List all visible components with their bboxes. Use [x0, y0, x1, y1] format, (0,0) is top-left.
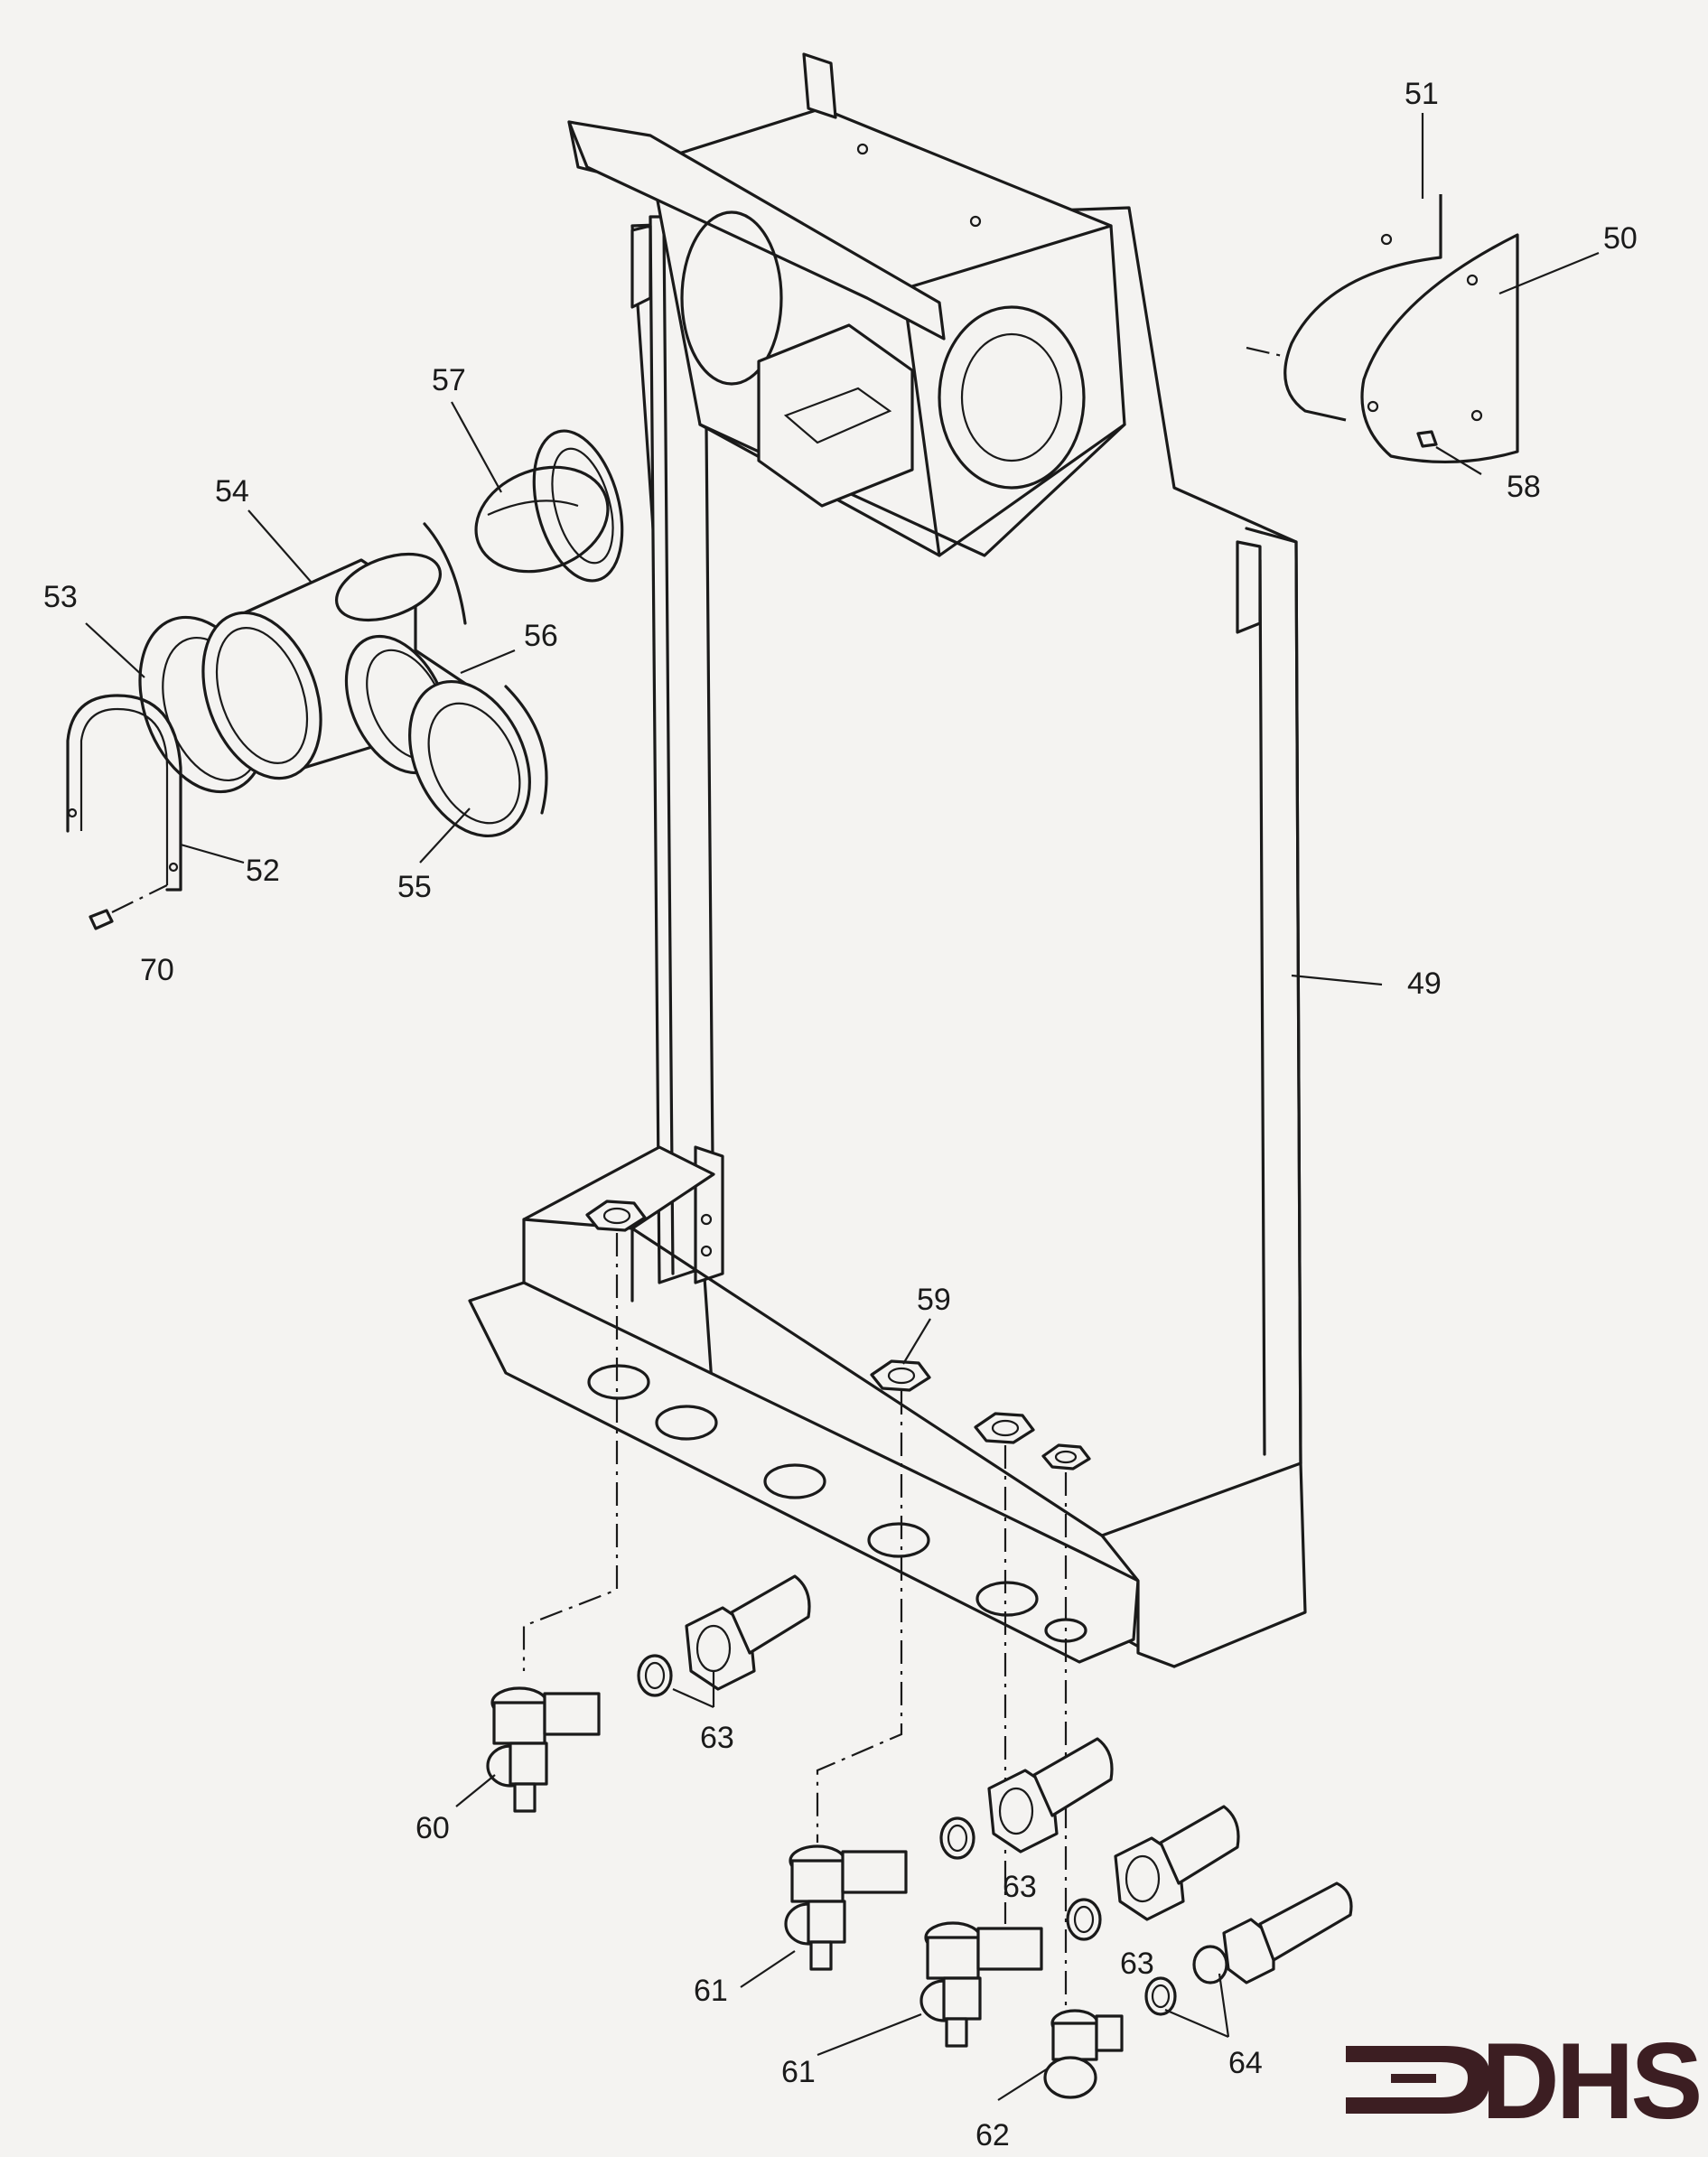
label-56: 56: [524, 619, 558, 653]
logo-text: DHS: [1481, 2021, 1699, 2142]
label-53: 53: [43, 580, 78, 614]
label-51: 51: [1405, 77, 1439, 111]
label-61-lower: 61: [781, 2055, 816, 2089]
flue-assembly: [66, 429, 624, 930]
label-57: 57: [432, 363, 466, 397]
label-49: 49: [1407, 966, 1442, 1001]
label-70: 70: [140, 953, 174, 987]
label-50: 50: [1603, 221, 1638, 256]
label-63-middle: 63: [1003, 1870, 1037, 1904]
label-64: 64: [1228, 2046, 1263, 2080]
part-labels: 51 50 58 57 54 53 56 52 55 70 49 59 63 6…: [43, 77, 1638, 2152]
label-58: 58: [1507, 470, 1541, 504]
label-63-upper: 63: [700, 1721, 734, 1755]
nut-group: [585, 1200, 1091, 1471]
valves-fittings: [486, 1574, 1353, 2099]
leader-lines: [85, 113, 1600, 2101]
valve-62: [1043, 2009, 1124, 2099]
valve-61-upper: [784, 1844, 908, 1971]
cover-plates: [1283, 194, 1519, 464]
label-52: 52: [246, 854, 280, 888]
label-55: 55: [397, 870, 432, 904]
label-62: 62: [975, 2118, 1010, 2152]
label-54: 54: [215, 474, 249, 509]
label-60: 60: [415, 1811, 450, 1845]
label-59: 59: [917, 1283, 951, 1317]
label-61-upper: 61: [694, 1974, 728, 2008]
frame-assembly: [468, 52, 1307, 1668]
dhs-logo: DHS: [1346, 2021, 1703, 2142]
valve-60: [486, 1686, 601, 1813]
logo-mark-icon: [1346, 2046, 1490, 2114]
valve-61-lower: [919, 1921, 1043, 2048]
label-63-lower: 63: [1120, 1947, 1154, 1981]
